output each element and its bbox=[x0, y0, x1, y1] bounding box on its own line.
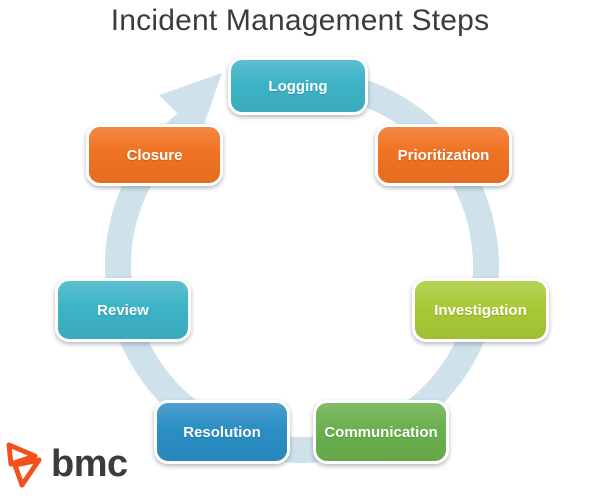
cycle-arrowhead-icon bbox=[159, 73, 222, 136]
step-resolution: Resolution bbox=[154, 400, 290, 464]
step-prioritization: Prioritization bbox=[375, 124, 512, 186]
bmc-mark-top-chevron bbox=[6, 442, 38, 467]
bmc-logo-mark-icon bbox=[6, 442, 42, 488]
step-investigation: Investigation bbox=[412, 278, 549, 342]
step-communication: Communication bbox=[313, 400, 449, 464]
page-title: Incident Management Steps bbox=[110, 4, 490, 37]
step-label: Closure bbox=[126, 146, 183, 164]
step-logging: Logging bbox=[228, 57, 368, 115]
bmc-logo-text: bmc bbox=[51, 443, 128, 485]
step-label: Prioritization bbox=[397, 146, 490, 164]
step-label: Logging bbox=[268, 77, 328, 95]
step-label: Review bbox=[97, 301, 149, 319]
bmc-logo: bmc bbox=[6, 442, 128, 490]
step-label: Resolution bbox=[183, 423, 261, 441]
step-label: Investigation bbox=[434, 301, 527, 319]
step-closure: Closure bbox=[86, 124, 223, 186]
bmc-mark-bottom-chevron bbox=[12, 457, 42, 488]
step-review: Review bbox=[55, 278, 191, 342]
step-label: Communication bbox=[324, 423, 438, 441]
